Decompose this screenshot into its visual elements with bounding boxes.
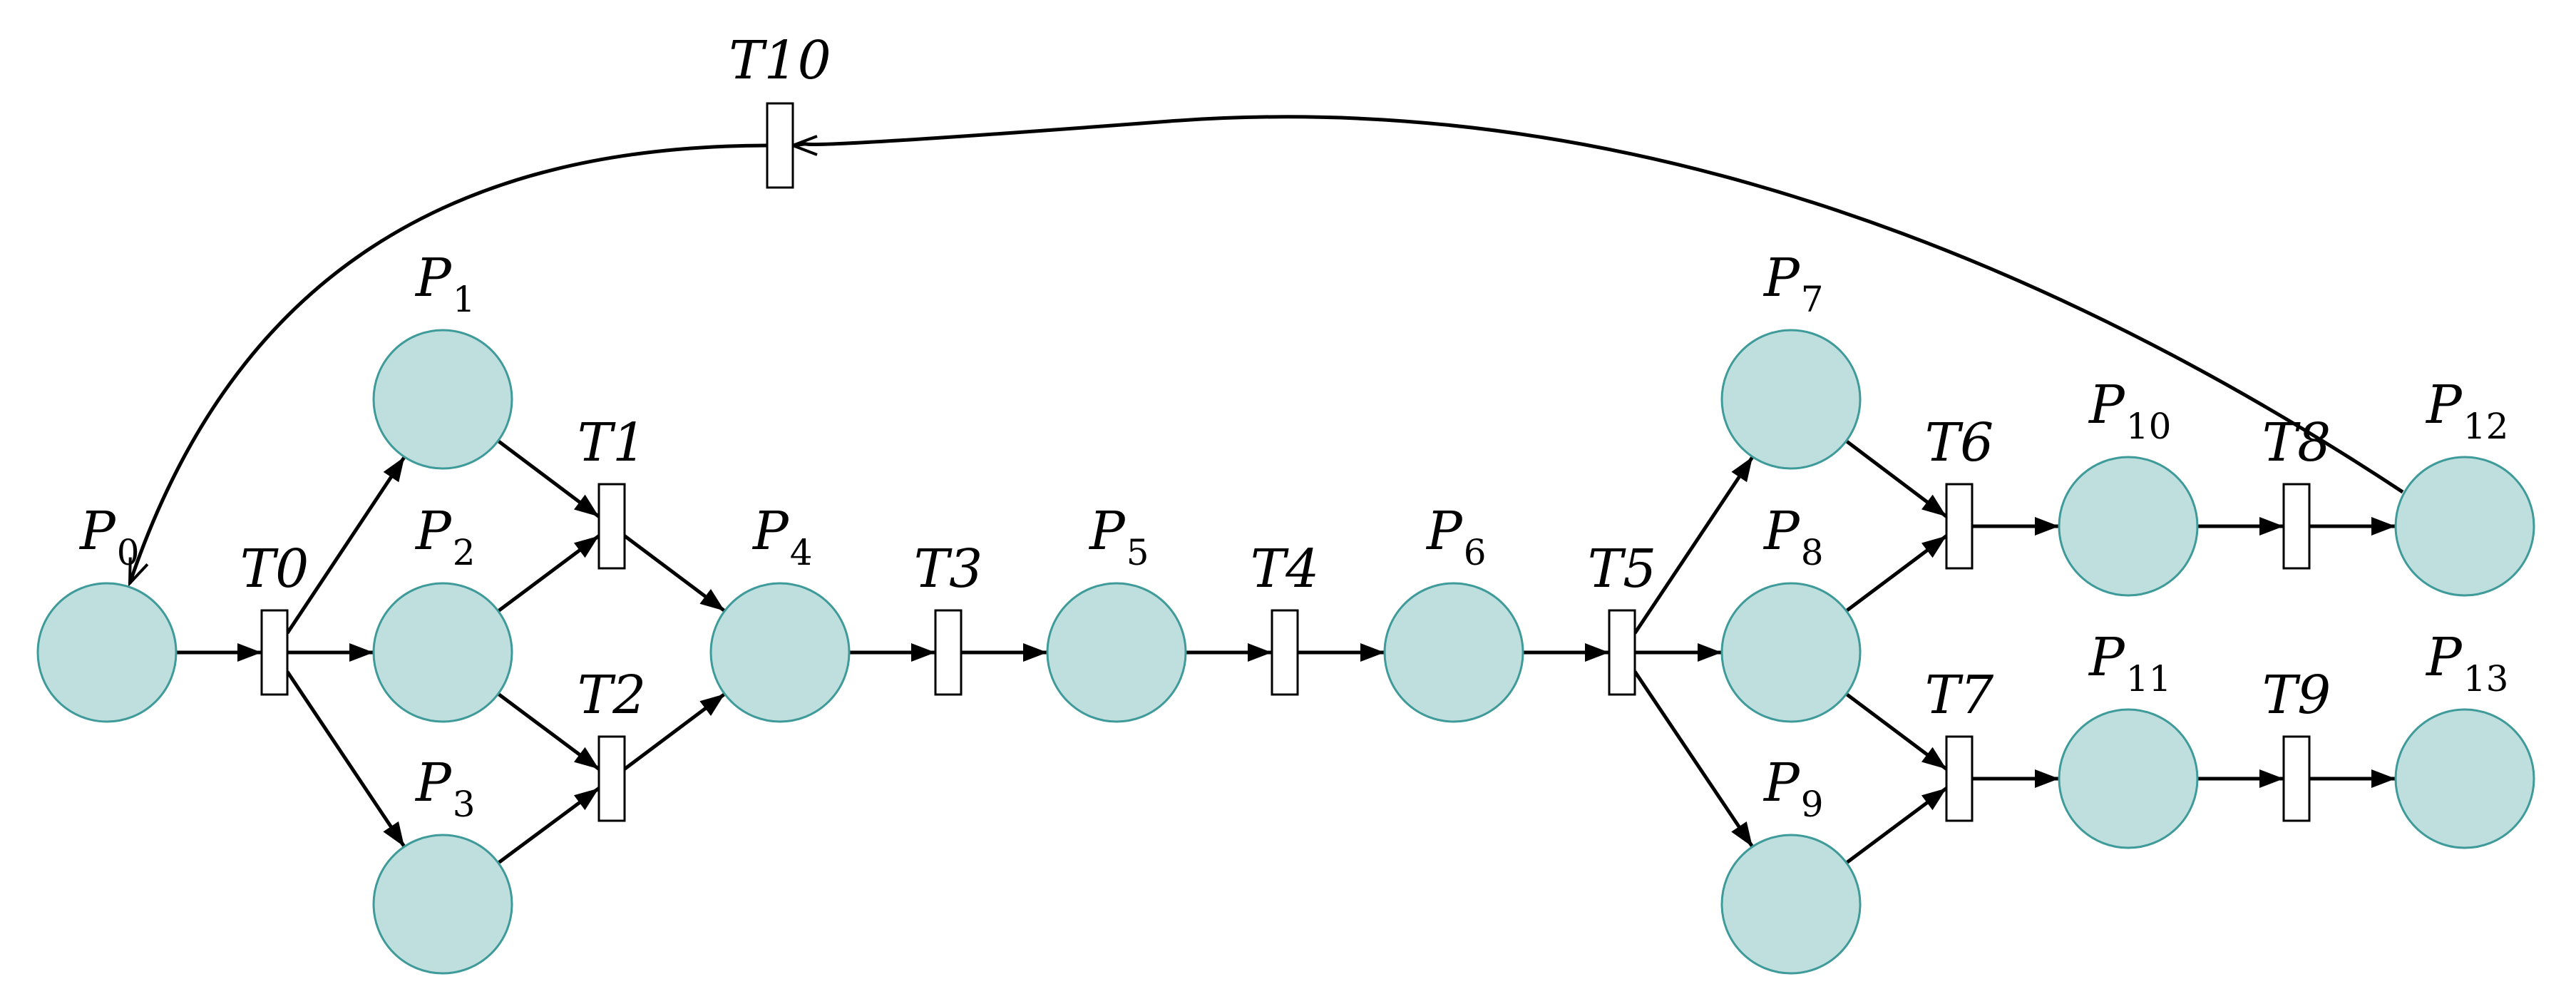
- arc-t5-to-p9-head: [1731, 821, 1753, 847]
- arc-p7-to-t6-head: [1921, 494, 1946, 517]
- arc-p8-to-t7-head: [1921, 747, 1946, 769]
- place-p5: [1046, 582, 1187, 723]
- arc-t1-to-p4-head: [699, 589, 725, 611]
- arc-t0-to-p3: [285, 670, 406, 848]
- arc-t0-to-p3-head: [383, 821, 405, 847]
- transition-label-t8: T8: [2262, 412, 2331, 473]
- arc-p9-to-t7-head: [1921, 788, 1946, 811]
- place-p4: [709, 582, 851, 723]
- arc-p8-to-t6-head: [1921, 536, 1946, 558]
- arc-t10-to-p0-head: [128, 557, 149, 588]
- place-p13: [2394, 708, 2535, 849]
- transition-t4: [1271, 609, 1299, 696]
- transition-label-t3: T3: [914, 538, 982, 600]
- arc-p3-to-t2-head: [573, 788, 599, 811]
- place-p0: [36, 582, 178, 723]
- arc-t3-to-p5-head: [1023, 643, 1047, 662]
- arc-t2-to-p4-head: [699, 694, 725, 716]
- arc-t8-to-p12-head: [2371, 517, 2396, 536]
- arc-p2-to-t2-head: [573, 747, 599, 769]
- transition-label-t5: T5: [1588, 538, 1656, 600]
- arc-p2-to-t1-head: [573, 536, 599, 558]
- place-label-p10: P10: [2088, 374, 2171, 447]
- arc-p4-to-t3-head: [911, 643, 935, 662]
- place-label-p9: P9: [1762, 752, 1824, 825]
- place-label-p1: P1: [414, 247, 476, 320]
- nodes-layer: [36, 102, 2535, 975]
- place-p10: [2058, 456, 2199, 597]
- transition-label-t10: T10: [729, 30, 831, 91]
- place-p7: [1720, 329, 1862, 470]
- transition-t0: [260, 609, 289, 696]
- arc-p10-to-t8-head: [2259, 517, 2284, 536]
- transition-t8: [2282, 483, 2311, 570]
- place-p3: [372, 834, 513, 975]
- arc-t0-to-p2-head: [349, 643, 374, 662]
- transition-label-t1: T1: [578, 412, 646, 473]
- place-label-p2: P2: [414, 501, 476, 573]
- transition-label-t2: T2: [578, 665, 646, 726]
- place-label-p11: P11: [2088, 627, 2171, 700]
- arc-t5-to-p7-head: [1731, 456, 1753, 483]
- transition-t3: [934, 609, 963, 696]
- transition-label-t9: T9: [2262, 665, 2331, 726]
- arc-p11-to-t9-head: [2259, 769, 2284, 788]
- place-label-p8: P8: [1762, 501, 1824, 573]
- transition-t6: [1945, 483, 1974, 570]
- place-label-p3: P3: [414, 752, 476, 825]
- arc-t7-to-p11-head: [2035, 769, 2059, 788]
- place-p11: [2058, 708, 2199, 849]
- arc-p12-to-t10: [792, 115, 2404, 494]
- arc-p5-to-t4-head: [1248, 643, 1272, 662]
- arc-t5-to-p7: [1633, 456, 1755, 635]
- arc-t5-to-p9: [1633, 670, 1755, 848]
- arc-t5-to-p8-head: [1698, 643, 1722, 662]
- place-p6: [1383, 582, 1524, 723]
- place-label-p7: P7: [1762, 247, 1824, 320]
- transition-t9: [2282, 735, 2311, 822]
- arc-t0-to-p1: [285, 456, 406, 635]
- arc-t0-to-p1-head: [383, 456, 405, 483]
- place-label-p0: P0: [78, 501, 140, 573]
- transition-label-t0: T0: [240, 538, 309, 600]
- transition-label-t7: T7: [1925, 665, 1993, 726]
- place-p2: [372, 582, 513, 723]
- transition-t7: [1945, 735, 1974, 822]
- transition-t5: [1608, 609, 1636, 696]
- place-label-p13: P13: [2425, 627, 2508, 700]
- transition-label-t4: T4: [1251, 538, 1319, 600]
- arc-p6-to-t5-head: [1585, 643, 1609, 662]
- arcs-layer: [128, 115, 2404, 865]
- arc-t6-to-p10-head: [2035, 517, 2059, 536]
- place-p8: [1720, 582, 1862, 723]
- place-label-p5: P5: [1088, 501, 1149, 573]
- transition-label-t6: T6: [1925, 412, 1993, 473]
- transition-t10: [766, 102, 794, 189]
- place-label-p12: P12: [2425, 374, 2508, 447]
- arc-p0-to-t0-head: [237, 643, 262, 662]
- transition-t2: [597, 735, 626, 822]
- place-label-p4: P4: [751, 501, 813, 573]
- arc-t4-to-p6-head: [1360, 643, 1385, 662]
- place-label-p6: P6: [1425, 501, 1487, 573]
- arc-t9-to-p13-head: [2371, 769, 2396, 788]
- arc-p1-to-t1-head: [574, 494, 599, 517]
- place-p9: [1720, 834, 1862, 975]
- place-p12: [2394, 456, 2535, 597]
- place-p1: [372, 329, 513, 470]
- arc-t10-to-p0: [128, 143, 768, 584]
- transition-t1: [597, 483, 626, 570]
